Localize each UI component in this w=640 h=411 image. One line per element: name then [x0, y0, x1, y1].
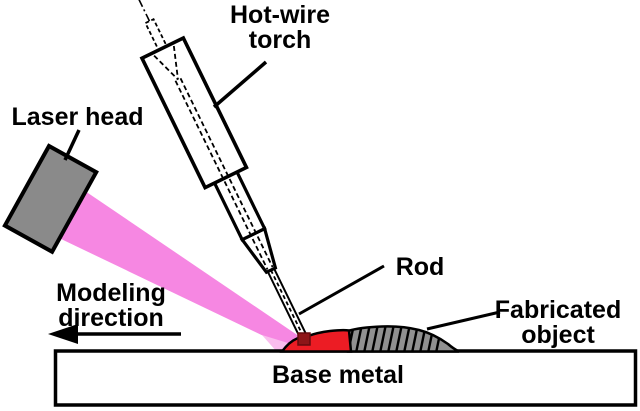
- melting-rod-tip: [297, 332, 311, 346]
- torch-body: [139, 35, 249, 191]
- modeling-direction-arrow: [48, 324, 181, 344]
- label-modeling-direction-line1: Modeling: [56, 279, 166, 307]
- laser-head-leader-line: [63, 129, 81, 161]
- label-fabricated-object-line1: Fabricated: [494, 296, 622, 324]
- rod-leader-line: [298, 264, 385, 316]
- label-laser-head: Laser head: [11, 103, 144, 131]
- label-hot-wire-torch-line2: torch: [248, 26, 312, 54]
- wire-inlet-tube: [144, 17, 168, 52]
- label-modeling-direction: Modeling direction: [40, 281, 182, 331]
- label-modeling-direction-line2: direction: [58, 304, 164, 332]
- hot-wire-torch-leader-line: [212, 60, 268, 109]
- label-fabricated-object: Fabricated object: [487, 298, 629, 348]
- laser-head-body: [2, 143, 99, 255]
- wire-guide-funnel: [153, 45, 305, 338]
- label-hot-wire-torch: Hot-wire torch: [210, 3, 350, 53]
- fabricated-object-ribs: [348, 326, 444, 352]
- hot-wire-torch-assembly: [131, 0, 309, 342]
- arrow-head-left: [48, 324, 78, 344]
- fabricated-object-leader-line: [426, 310, 501, 331]
- label-hot-wire-torch-line1: Hot-wire: [230, 1, 330, 29]
- label-base-metal: Base metal: [271, 361, 405, 389]
- label-fabricated-object-line2: object: [521, 321, 595, 349]
- torch-neck: [212, 169, 267, 242]
- label-rod: Rod: [395, 253, 445, 281]
- base-metal-plate: [53, 349, 638, 407]
- laser-beam: [59, 191, 309, 352]
